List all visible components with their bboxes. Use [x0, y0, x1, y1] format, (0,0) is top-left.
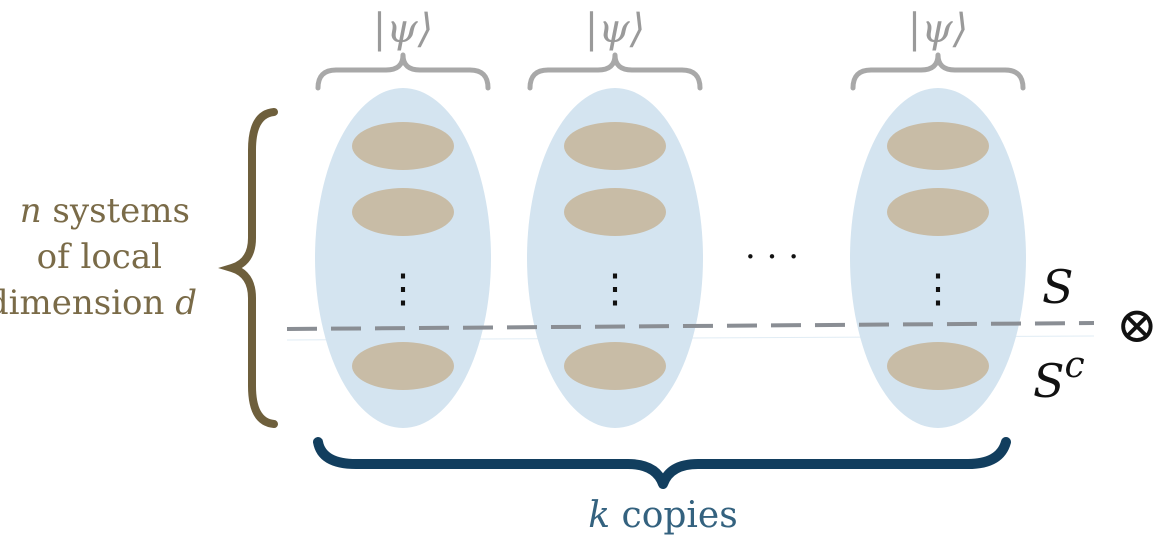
system-blob: [887, 342, 989, 390]
system-blob: [887, 188, 989, 236]
cut-line: [286, 321, 1095, 331]
copy-ellipse-2: [527, 88, 703, 428]
ket-labels: |ψ⟩ |ψ⟩ |ψ⟩: [373, 6, 968, 52]
vdots-2: ⋮: [595, 266, 635, 312]
label-s-complement-sup: c: [1065, 345, 1085, 386]
n-systems-label: n systems of local dimension d: [0, 191, 197, 323]
k-copies-brace: [313, 437, 1011, 489]
label-s-complement: Sc: [1033, 345, 1085, 408]
cut-line-shadow: [286, 335, 1095, 341]
label-s-complement-base: S: [1033, 354, 1065, 408]
systems-word: systems: [42, 191, 190, 231]
n-systems-line-1: n systems: [20, 191, 190, 231]
dimension-word: dimension: [0, 283, 175, 323]
ket-label-1: |ψ⟩: [373, 6, 433, 52]
copy-ellipses: [315, 88, 1026, 428]
vertical-dots: ⋮ ⋮ ⋮: [383, 266, 958, 312]
n-variable: n: [20, 191, 42, 231]
d-variable: d: [175, 283, 197, 323]
vdots-1: ⋮: [383, 266, 423, 312]
copy-ellipse-1: [315, 88, 491, 428]
system-blob: [352, 342, 454, 390]
n-systems-line-2: of local: [37, 237, 162, 277]
system-blob: [352, 122, 454, 170]
n-systems-brace: [218, 108, 278, 428]
system-blob: [564, 188, 666, 236]
ket-brace-3: [850, 52, 1026, 91]
system-blobs: [352, 122, 989, 390]
ket-brace-2: [527, 52, 703, 91]
n-systems-line-3: dimension d: [0, 283, 197, 323]
tensor-icon: ⊗: [1116, 296, 1158, 354]
copy-ellipse-3: [850, 88, 1026, 428]
tensor-symbol: ⊗: [1116, 296, 1158, 354]
ket-braces: [315, 52, 1026, 91]
k-copies-label: k copies: [588, 495, 737, 535]
system-blob: [887, 122, 989, 170]
hdots: · · ·: [745, 237, 799, 277]
system-blob: [352, 188, 454, 236]
label-s: S: [1042, 260, 1074, 314]
ket-brace-1: [315, 52, 491, 91]
k-variable: k: [588, 495, 610, 535]
ket-label-3: |ψ⟩: [908, 6, 968, 52]
ket-label-2: |ψ⟩: [585, 6, 645, 52]
vdots-3: ⋮: [918, 266, 958, 312]
system-blob: [564, 342, 666, 390]
copies-word: copies: [610, 495, 738, 535]
system-blob: [564, 122, 666, 170]
